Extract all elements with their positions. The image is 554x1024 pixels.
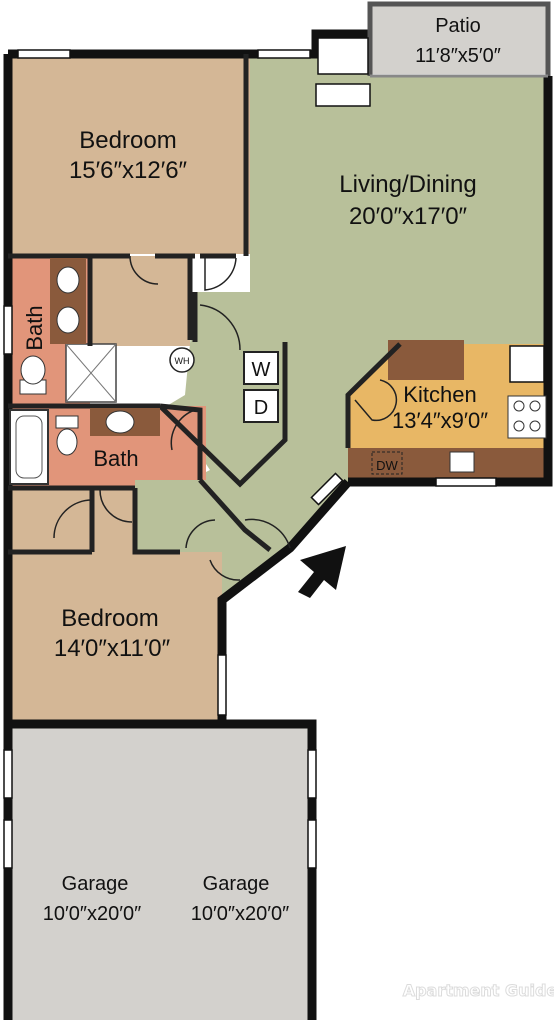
kitchen-size: 13′4″x9′0″ xyxy=(392,408,488,433)
windows xyxy=(3,37,545,869)
bedroom-top-floor xyxy=(8,54,250,254)
master-toilet-bowl xyxy=(20,355,46,385)
master-bath-name: Bath xyxy=(22,305,47,350)
master-sink-1 xyxy=(56,266,80,294)
watermark-logo: Apartment Guide xyxy=(403,981,554,1000)
garage-left-name: Garage xyxy=(62,873,129,895)
garage-floor xyxy=(8,728,312,1020)
patio-size: 11′8″x5′0″ xyxy=(415,45,501,67)
bedroom-top-size: 15′6″x12′6″ xyxy=(69,157,188,184)
hall-toilet-tank xyxy=(55,415,79,429)
garage-right-size: 10′0″x20′0″ xyxy=(191,903,289,925)
washer-label: W xyxy=(252,359,271,381)
washer-box xyxy=(243,351,279,385)
bedroom-bottom-size: 14′0″x11′0″ xyxy=(54,635,171,662)
master-sink-2 xyxy=(56,306,80,334)
garage-right-name: Garage xyxy=(203,873,270,895)
bedroom-bottom-floor xyxy=(8,490,222,720)
garage-left-size: 10′0″x20′0″ xyxy=(43,903,141,925)
hall-bath-name: Bath xyxy=(93,446,138,471)
patio-walls xyxy=(367,1,551,78)
living-dining-floor xyxy=(135,34,548,600)
hall-sink xyxy=(105,410,135,434)
dryer-box xyxy=(243,389,279,423)
door-swings xyxy=(53,255,398,581)
bedroom-top-name: Bedroom xyxy=(79,127,176,154)
dryer-label: D xyxy=(254,397,268,419)
kitchen-name: Kitchen xyxy=(403,382,476,407)
master-closet-floor xyxy=(90,256,190,346)
living-dining-name: Living/Dining xyxy=(339,171,476,198)
dishwasher-label: DW xyxy=(376,458,398,473)
kitchen-sink xyxy=(449,451,475,473)
dishwasher-box xyxy=(371,451,403,475)
kitchen-counter-bottom xyxy=(348,448,548,478)
interior-walls xyxy=(8,54,402,555)
bedroom-bottom-name: Bedroom xyxy=(61,605,158,632)
bedroom-bottom-closet-floor xyxy=(8,490,92,550)
hall-toilet-bowl xyxy=(56,428,78,456)
patio-name: Patio xyxy=(435,15,481,37)
living-dining-size: 20′0″x17′0″ xyxy=(349,203,468,230)
entry-arrow-icon xyxy=(298,546,346,598)
water-heater-icon xyxy=(169,347,195,373)
water-heater-label: WH xyxy=(175,356,190,366)
range xyxy=(507,395,547,439)
patio-floor xyxy=(370,4,546,74)
hall-floor xyxy=(135,480,245,552)
